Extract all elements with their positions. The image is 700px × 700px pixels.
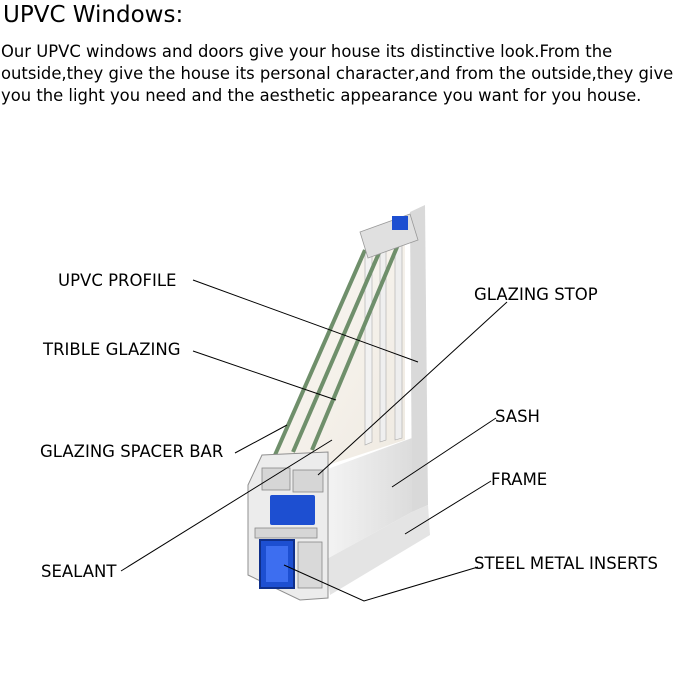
section-chamber-1 <box>261 467 291 491</box>
section-chamber-3 <box>254 527 318 539</box>
section-chamber-2 <box>292 469 324 493</box>
label-sealant: SEALANT <box>41 562 117 581</box>
leader-glazing-stop <box>317 301 508 476</box>
frame-lower-face <box>325 505 430 595</box>
leader-steel-metal-inserts <box>283 564 479 602</box>
page-title: UPVC Windows: <box>3 2 184 28</box>
sash-front-face <box>325 438 412 560</box>
label-frame: FRAME <box>491 470 548 489</box>
gasket-line-1 <box>273 249 367 456</box>
leader-trible-glazing <box>192 350 337 401</box>
sealant-blue <box>270 495 315 525</box>
page-description: Our UPVC windows and doors give your hou… <box>1 42 674 105</box>
label-steel-metal-inserts: STEEL METAL INSERTS <box>474 554 658 573</box>
glass-pane <box>275 238 405 465</box>
label-sash: SASH <box>495 407 540 426</box>
top-blue-insert <box>392 216 408 230</box>
leader-sash <box>391 417 497 488</box>
leader-upvc-profile <box>192 279 419 363</box>
leader-glazing-spacer-bar <box>234 424 288 454</box>
sash-vertical-3 <box>394 235 403 441</box>
gasket-line-3 <box>310 239 402 451</box>
steel-insert-inner <box>266 546 288 582</box>
section-chamber-4 <box>297 541 323 589</box>
label-glazing-spacer-bar: GLAZING SPACER BAR <box>40 442 224 461</box>
label-trible-glazing: TRIBLE GLAZING <box>43 340 181 359</box>
leader-frame <box>404 480 492 535</box>
label-upvc-profile: UPVC PROFILE <box>58 271 177 290</box>
label-glazing-stop: GLAZING STOP <box>474 285 598 304</box>
gasket-line-2 <box>291 245 384 453</box>
frame-right-face <box>410 205 428 512</box>
leader-sealant <box>120 439 333 572</box>
